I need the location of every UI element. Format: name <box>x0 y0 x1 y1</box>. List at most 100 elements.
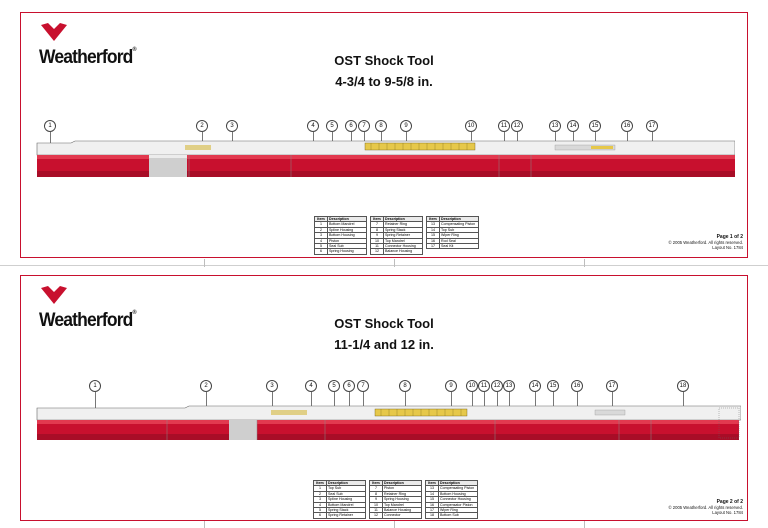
item-description: Spline Housing <box>326 496 366 503</box>
callout-leader-line <box>381 132 382 144</box>
callout-leader-line <box>405 392 406 408</box>
page-footer: Page 1 of 2 © 2005 Weatherford. All righ… <box>668 234 743 251</box>
drawing-sheet-2: Weatherford® OST Shock Tool 11-1/4 and 1… <box>20 275 748 521</box>
callout-marker: 5 <box>328 380 340 392</box>
item-number: 17 <box>426 242 440 250</box>
callout-leader-line <box>471 132 472 144</box>
callout-marker: 15 <box>589 120 601 132</box>
callout-marker: 17 <box>646 120 658 132</box>
weatherford-emblem-icon <box>41 286 67 304</box>
callout-marker: 13 <box>549 120 561 132</box>
item-description: Spring Retainer <box>383 232 423 239</box>
callout-marker: 8 <box>399 380 411 392</box>
crop-mark <box>584 520 585 528</box>
callout-marker: 14 <box>529 380 541 392</box>
item-description: Connector Housing <box>438 496 478 503</box>
callout-marker: 6 <box>345 120 357 132</box>
callout-leader-line <box>95 392 96 408</box>
item-description: Bottom Sub <box>438 512 478 519</box>
table-header-cell: Description <box>326 479 366 487</box>
item-description: Top Mandrel <box>383 237 423 245</box>
page-subtitle: 11-1/4 and 12 in. <box>334 337 434 352</box>
callout-leader-line <box>504 132 505 144</box>
table-header-cell: Description <box>327 215 367 223</box>
callout-leader-line <box>206 392 207 408</box>
callout-leader-line <box>553 392 554 408</box>
callout-leader-line <box>573 132 574 144</box>
callout-leader-line <box>595 132 596 144</box>
callout-leader-line <box>555 132 556 144</box>
callout-leader-line <box>232 132 233 144</box>
table-header-cell: Description <box>382 479 422 487</box>
callout-marker: 17 <box>606 380 618 392</box>
item-number: 18 <box>425 512 439 519</box>
item-number: 12 <box>370 248 384 255</box>
tool-cross-section <box>36 405 741 440</box>
callout-leader-line <box>577 392 578 408</box>
item-description: Compensating Piston <box>438 485 478 492</box>
item-description: Spline Housing <box>327 226 367 234</box>
callout-leader-line <box>313 132 314 144</box>
callout-leader-line <box>332 132 333 144</box>
callout-leader-line <box>509 392 510 408</box>
callout-marker: 2 <box>200 380 212 392</box>
callout-leader-line <box>535 392 536 408</box>
drawing-sheet-1: Weatherford® OST Shock Tool 4-3/4 to 9-5… <box>20 12 748 258</box>
callout-marker: 13 <box>503 380 515 392</box>
tool-cross-section <box>36 140 735 177</box>
callout-marker: 11 <box>478 380 490 392</box>
callout-marker: 11 <box>498 120 510 132</box>
callout-marker: 9 <box>400 120 412 132</box>
item-description: Retainer Ring <box>382 490 422 498</box>
callout-leader-line <box>652 132 653 144</box>
item-description: Balance Housing <box>382 506 422 514</box>
crop-mark <box>204 259 205 267</box>
callout-leader-line <box>364 132 365 144</box>
page-subtitle: 4-3/4 to 9-5/8 in. <box>335 74 433 89</box>
callout-marker: 14 <box>567 120 579 132</box>
callout-leader-line <box>351 132 352 144</box>
table-header-cell: Description <box>383 215 423 223</box>
callout-marker: 6 <box>343 380 355 392</box>
item-description: Bottom Housing <box>438 490 478 498</box>
item-description: Bottom Mandrel <box>327 221 367 228</box>
callout-leader-line <box>272 392 273 408</box>
item-description: Seal Kit <box>439 242 479 250</box>
callout-marker: 4 <box>307 120 319 132</box>
item-number: 6 <box>314 248 328 255</box>
callout-marker: 12 <box>491 380 503 392</box>
brand-name: Weatherford® <box>39 47 137 68</box>
item-description: Connector Housing <box>383 242 423 250</box>
table-header-cell: Description <box>439 215 479 223</box>
callout-leader-line <box>627 132 628 144</box>
weatherford-logo: Weatherford® <box>39 23 149 73</box>
item-description: Balance Housing <box>383 248 423 255</box>
brand-name: Weatherford® <box>39 310 137 331</box>
callout-leader-line <box>349 392 350 408</box>
callout-marker: 9 <box>445 380 457 392</box>
weatherford-emblem-icon <box>41 23 67 41</box>
callout-leader-line <box>683 392 684 408</box>
callout-leader-line <box>497 392 498 408</box>
item-description: Spring Housing <box>382 496 422 503</box>
callout-marker: 18 <box>677 380 689 392</box>
callout-marker: 7 <box>358 120 370 132</box>
